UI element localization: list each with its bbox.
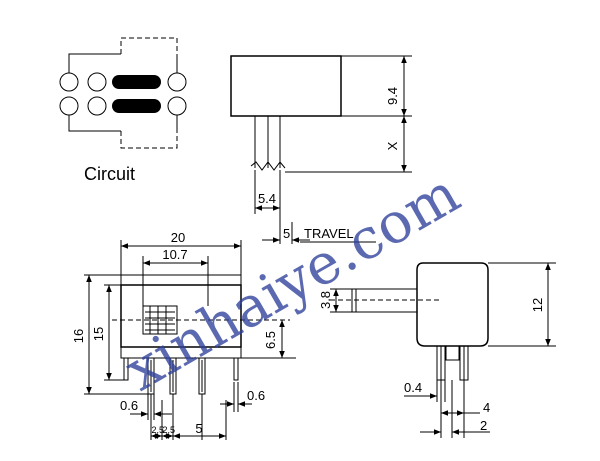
switch-body xyxy=(416,262,489,347)
travel-label: TRAVEL xyxy=(304,226,354,241)
dim-pitch-1-label: 2.5 xyxy=(152,425,165,435)
base-tab xyxy=(445,345,460,361)
dashed-outline xyxy=(120,131,178,149)
dim-actuator-label: 3.8 xyxy=(318,291,333,309)
terminal-circle xyxy=(87,96,107,116)
top-side-view: 9.4 X 5.4 5 TRAVEL xyxy=(230,55,412,244)
terminal-circle xyxy=(167,96,187,116)
dim-body-height-label: 15 xyxy=(91,327,106,341)
contact-bar xyxy=(112,99,161,113)
connection-line xyxy=(68,115,121,132)
dim-width-label: 5.4 xyxy=(258,191,276,206)
front-view: 20 10.7 16 15 6.5 0.6 0.6 xyxy=(71,230,296,440)
mount-leg xyxy=(233,358,239,381)
base-outline xyxy=(120,347,242,359)
terminal-circle xyxy=(167,72,187,92)
cover-outline xyxy=(120,274,242,285)
actuator xyxy=(351,288,418,313)
dim-x-label: X xyxy=(385,141,400,150)
break-line xyxy=(250,161,286,171)
dim-pin-label: 0.4 xyxy=(404,380,422,395)
dim-height-label: 12 xyxy=(530,298,545,312)
dim-pitch-2-label: 2.5 xyxy=(163,425,176,435)
bottom-side-view: 3.8 12 0.4 4 2 xyxy=(318,262,556,438)
circuit-label: Circuit xyxy=(84,164,135,184)
connection-line xyxy=(68,53,121,73)
dashed-outline xyxy=(120,37,178,56)
dim-actuator-height-label: 6.5 xyxy=(263,331,278,349)
switch-body xyxy=(120,284,242,348)
mount-leg xyxy=(123,358,129,381)
dim-b-label: 2 xyxy=(480,418,487,433)
dim-height-label: 9.4 xyxy=(385,87,400,105)
dim-total-height-label: 16 xyxy=(71,329,86,343)
terminal-circle xyxy=(59,96,79,116)
dim-a-label: 4 xyxy=(483,400,490,415)
contact-bar xyxy=(112,75,161,89)
switch-body xyxy=(230,55,342,117)
dim-total-width-label: 20 xyxy=(171,230,185,245)
dim-pin-left-label: 0.6 xyxy=(120,398,138,413)
terminal-circle xyxy=(87,72,107,92)
dim-pin-right-label: 0.6 xyxy=(247,388,265,403)
terminal-circle xyxy=(59,72,79,92)
circuit-diagram: Circuit xyxy=(59,37,187,184)
dim-pitch-3-label: 5 xyxy=(195,421,202,436)
dim-body-width-label: 10.7 xyxy=(162,247,187,262)
travel-value: 5 xyxy=(283,226,290,241)
